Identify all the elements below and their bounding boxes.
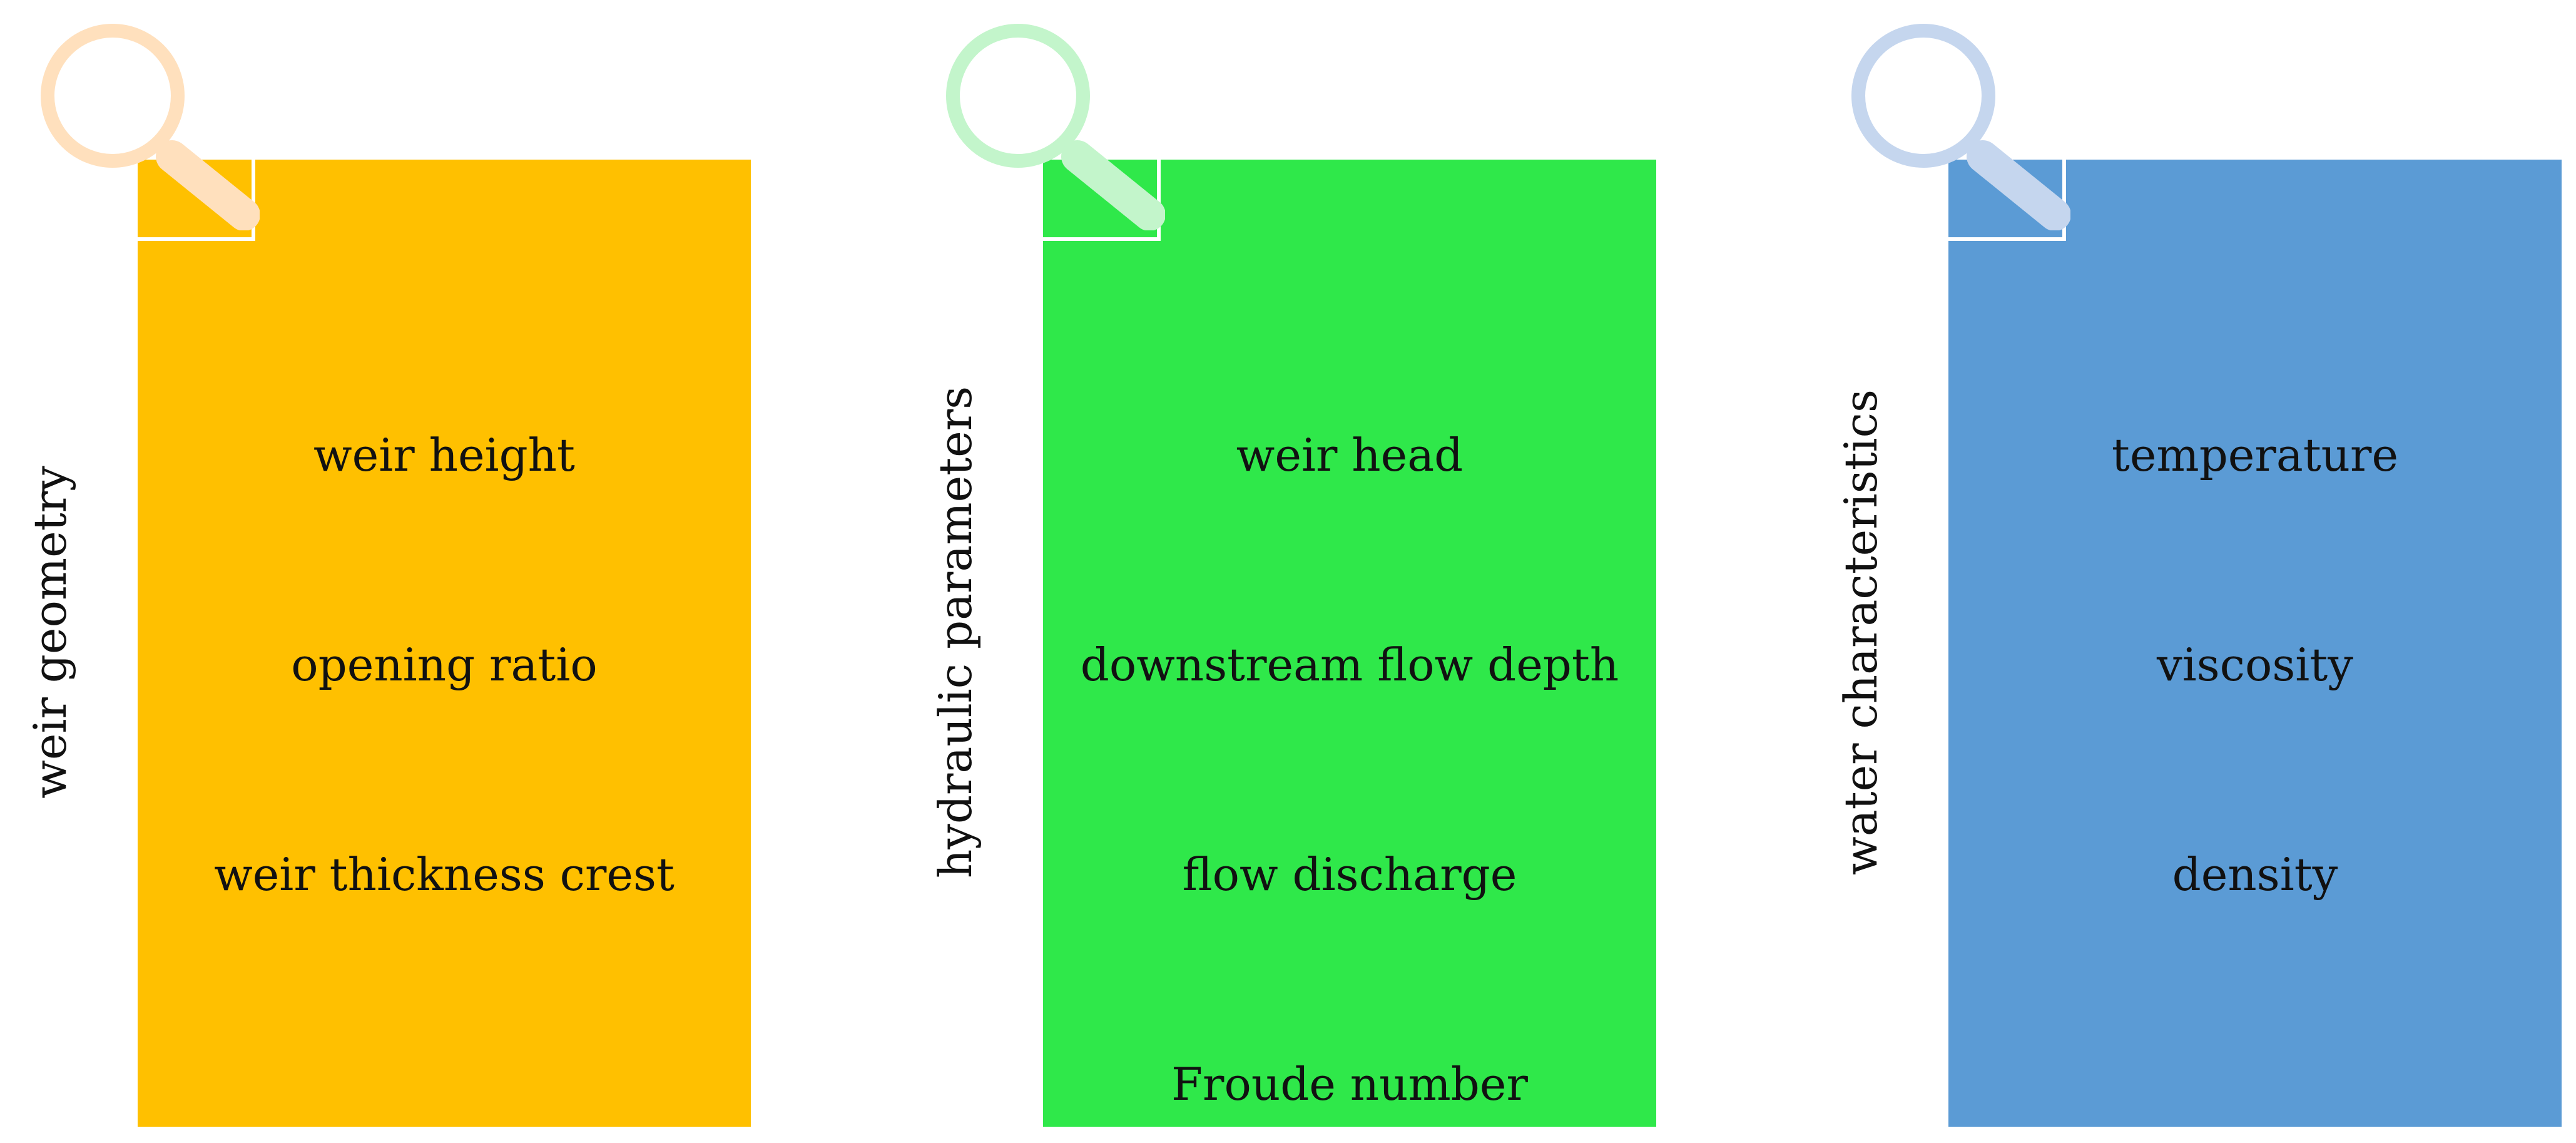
parameter-panel: weir height opening ratio weir thickness… [138,160,751,1127]
panel-item: Froude number [1171,1058,1528,1110]
panel-item: weir head [1236,429,1464,481]
group-label: hydraulic parameters [929,386,982,879]
panel-item: density [2172,848,2338,901]
group-label: weir geometry [24,466,76,799]
group-weir-geometry: weir geometry weir height opening ratio … [0,0,888,1143]
panel-item: opening ratio [291,638,598,691]
group-water-characteristics: water characteristics temperature viscos… [1811,0,2576,1143]
magnifier-icon [1851,24,2070,230]
panel-corner-notch [1043,160,1161,241]
group-label: water characteristics [1835,389,1887,875]
panel-item: viscosity [2157,638,2353,691]
magnifier-icon [946,24,1165,230]
panel-item: weir thickness crest [214,848,675,901]
panel-item: downstream flow depth [1080,638,1619,691]
group-hydraulic-parameters: hydraulic parameters weir head downstrea… [905,0,1794,1143]
panel-corner-notch [1948,160,2066,241]
panel-item: weir height [313,429,575,481]
panel-corner-notch [138,160,255,241]
parameter-panel: temperature viscosity density [1948,160,2562,1127]
panel-item: flow discharge [1182,848,1517,901]
panel-item: temperature [2111,429,2399,481]
magnifier-icon [41,24,260,230]
parameter-panel: weir head downstream flow depth flow dis… [1043,160,1656,1127]
